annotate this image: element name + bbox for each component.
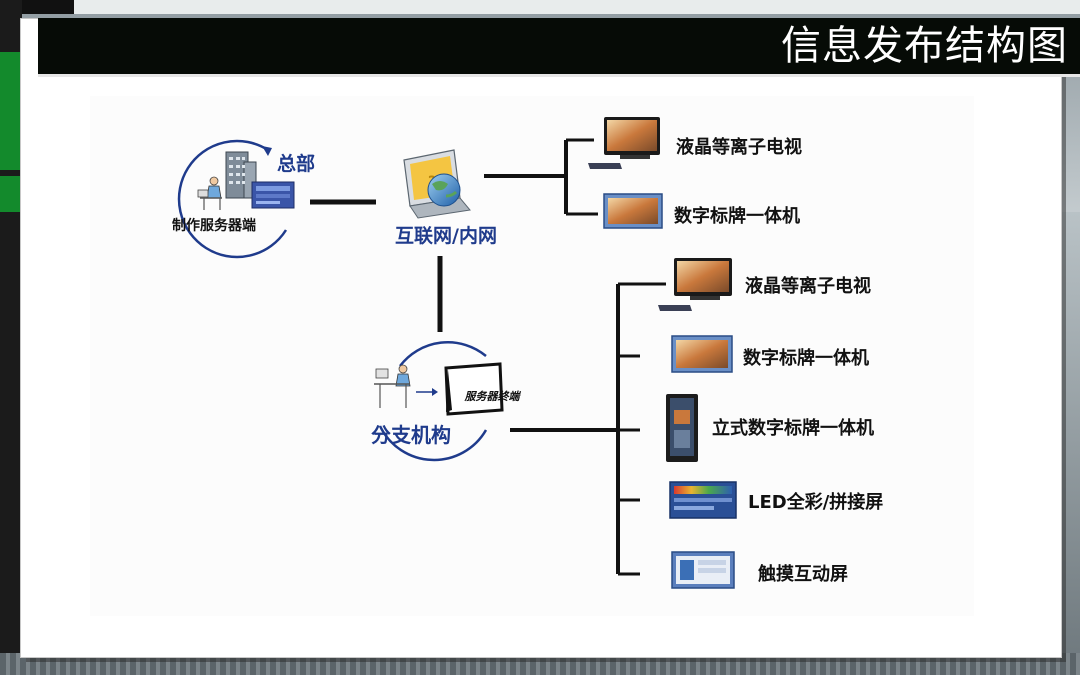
server-rack-icon [251,181,295,209]
hq-device-label-signage: 数字标牌一体机 [674,205,800,227]
branch-device-signage: 数字标牌一体机 [671,335,869,373]
page-title: 信息发布结构图 [781,23,1068,69]
background-green-accent [0,52,22,170]
touch-screen-icon [671,551,735,589]
building-icon [225,151,257,199]
branch-device-led: LED全彩/拼接屏 [669,481,883,519]
network-node: ? 互联网/内网 [395,149,497,247]
branch-device-label-touch: 触摸互动屏 [758,563,848,585]
branch-device-label-tv: 液晶等离子电视 [745,275,871,297]
branch-device-kiosk: 立式数字标牌一体机 [666,394,874,462]
branch-circle-arc-bottom [378,425,488,462]
slide-header: 信息发布结构图 [38,18,1080,77]
branch-node: 服务器终端 分支机构 [371,341,522,462]
headquarters-label: 总部 [277,152,315,175]
branch-terminal-label: 服务器终端 [464,390,522,403]
hq-device-tv: 液晶等离子电视 [588,117,802,169]
headquarters-node: 总部 制作服务器端 [172,139,315,259]
branch-device-tv: 液晶等离子电视 [658,258,871,311]
branch-device-label-kiosk: 立式数字标牌一体机 [712,417,874,439]
network-globe-icon: ? [403,149,471,219]
tv-with-player-icon [588,117,660,169]
headquarters-circle-arc [177,139,288,259]
signage-screen-icon [603,193,663,229]
headquarters-sublabel: 制作服务器端 [172,217,256,234]
signage-screen-icon [671,335,733,373]
arc-arrowhead [262,146,272,156]
led-wall-icon [669,481,737,519]
branch-device-label-led: LED全彩/拼接屏 [748,491,883,513]
background-top-strip [74,0,1080,14]
tv-with-player-icon [658,258,732,311]
arrow-right-icon [416,388,438,396]
connector-branch-devices [510,282,666,576]
operator-person-icon [197,176,222,210]
hq-device-signage: 数字标牌一体机 [603,193,800,229]
server-terminal-icon: 服务器终端 [444,362,522,416]
connector-network-hq-devices [484,138,598,216]
branch-device-touch: 触摸互动屏 [671,551,848,589]
branch-device-label-signage: 数字标牌一体机 [743,347,869,369]
branch-label: 分支机构 [371,423,451,447]
network-label: 互联网/内网 [395,224,497,247]
branch-operator-icon [374,364,411,408]
hq-device-label-tv: 液晶等离子电视 [676,136,802,158]
background-green-accent-lower [0,176,22,212]
standing-kiosk-icon [666,394,698,462]
branch-circle-arc-top [399,341,487,367]
